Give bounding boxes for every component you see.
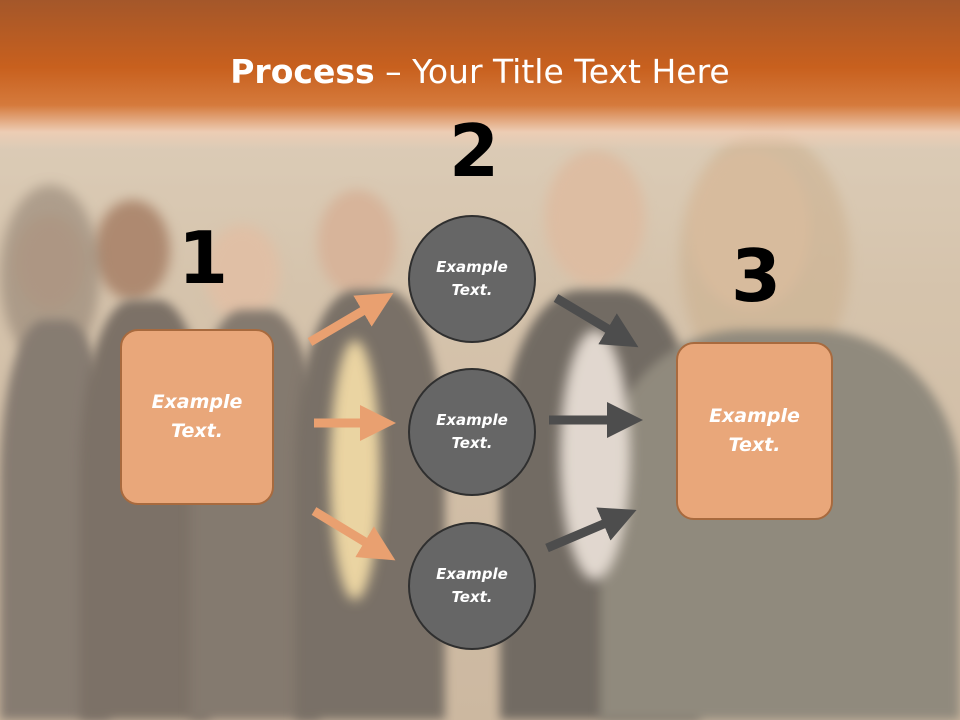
arrow-from-circle-1	[553, 294, 639, 348]
circle-2-line1: Example	[436, 411, 508, 429]
step-number-2: 2	[449, 109, 500, 193]
header-band	[0, 0, 960, 150]
circle-1-line1: Example	[436, 258, 508, 276]
left-box-line1: Example	[151, 391, 243, 413]
circle-2-line2: Text.	[451, 434, 493, 452]
right-box-line2: Text.	[728, 434, 781, 456]
circle-3-line1: Example	[436, 565, 508, 583]
title-bold: Process	[230, 52, 375, 91]
left-box-line2: Text.	[171, 420, 223, 442]
right-box-line1: Example	[709, 405, 800, 427]
title-rest: – Your Title Text Here	[374, 52, 730, 91]
slide-title: Process – Your Title Text Here	[0, 52, 960, 91]
step-number-1: 1	[178, 216, 229, 300]
arrow-to-circle-1	[307, 292, 394, 346]
arrow-to-circle-3	[311, 507, 396, 561]
circle-3-line2: Text.	[451, 588, 493, 606]
step-number-3: 3	[731, 234, 782, 318]
circle-1-line2: Text.	[451, 281, 493, 299]
arrow-from-circle-3	[545, 507, 637, 553]
